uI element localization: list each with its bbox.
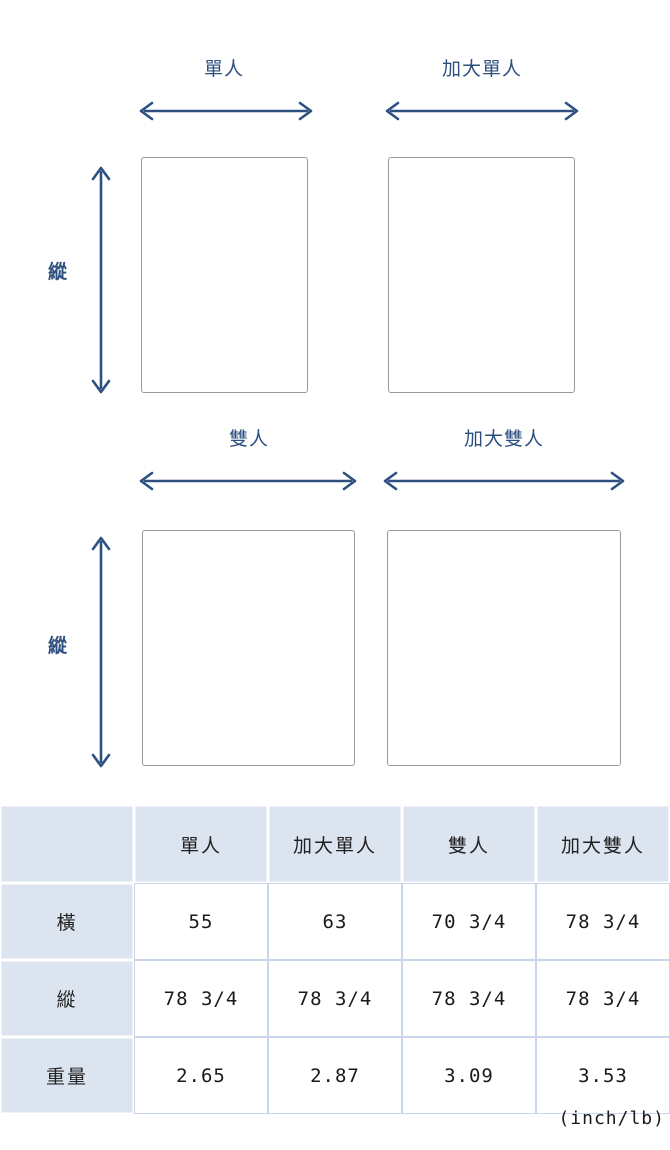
height-arrow-row2	[91, 536, 111, 768]
height-axis-label-row2: 縱	[48, 636, 68, 657]
table-cell-height-double-xl: 78 3/4	[536, 960, 670, 1037]
bed-label-double: 雙人	[228, 429, 269, 450]
bed-label-single: 單人	[203, 59, 244, 80]
table-cell-width-single-xl: 63	[268, 883, 402, 960]
table-cell-weight-double-xl: 3.53	[536, 1037, 670, 1114]
bed-label-single-xl: 加大單人	[441, 59, 522, 80]
width-arrow-double-xl	[383, 471, 625, 491]
table-row: 縱 78 3/4 78 3/4 78 3/4 78 3/4	[0, 960, 670, 1037]
table-row-header-height: 縱	[0, 960, 134, 1037]
table-col-header-double-xl: 加大雙人	[536, 805, 670, 883]
table-col-header-double: 雙人	[402, 805, 536, 883]
table-row: 橫 55 63 70 3/4 78 3/4	[0, 883, 670, 960]
table-cell-height-single: 78 3/4	[134, 960, 268, 1037]
table-cell-width-double-xl: 78 3/4	[536, 883, 670, 960]
bed-box-double	[142, 530, 355, 766]
table-cell-weight-single-xl: 2.87	[268, 1037, 402, 1114]
bed-size-diagram: 單人 加大單人 縱 雙人 加大雙人 縱	[48, 59, 625, 768]
table-header-row: 單人 加大單人 雙人 加大雙人	[0, 805, 670, 883]
table-cell-height-double: 78 3/4	[402, 960, 536, 1037]
bed-box-single-xl	[388, 157, 575, 393]
unit-note: (inch/lb)	[558, 1108, 665, 1129]
table-cell-weight-single: 2.65	[134, 1037, 268, 1114]
table-row-header-width: 橫	[0, 883, 134, 960]
bed-label-double-xl: 加大雙人	[463, 429, 544, 450]
specification-table: 單人 加大單人 雙人 加大雙人 橫 55 63 70 3/4 78 3/4 縱 …	[0, 805, 670, 1114]
table-col-header-single: 單人	[134, 805, 268, 883]
table-cell-width-single: 55	[134, 883, 268, 960]
table-cell-width-double: 70 3/4	[402, 883, 536, 960]
bed-box-single	[141, 157, 308, 393]
width-arrow-single-xl	[385, 101, 579, 121]
bed-box-double-xl	[387, 530, 621, 766]
height-axis-label-row1: 縱	[48, 262, 68, 283]
width-arrow-double	[139, 471, 357, 491]
table-row-header-weight: 重量	[0, 1037, 134, 1114]
table-cell-weight-double: 3.09	[402, 1037, 536, 1114]
table-cell-height-single-xl: 78 3/4	[268, 960, 402, 1037]
width-arrow-single	[139, 101, 313, 121]
height-arrow-row1	[91, 166, 111, 394]
table-corner-cell	[0, 805, 134, 883]
table-row: 重量 2.65 2.87 3.09 3.53	[0, 1037, 670, 1114]
table-col-header-single-xl: 加大單人	[268, 805, 402, 883]
